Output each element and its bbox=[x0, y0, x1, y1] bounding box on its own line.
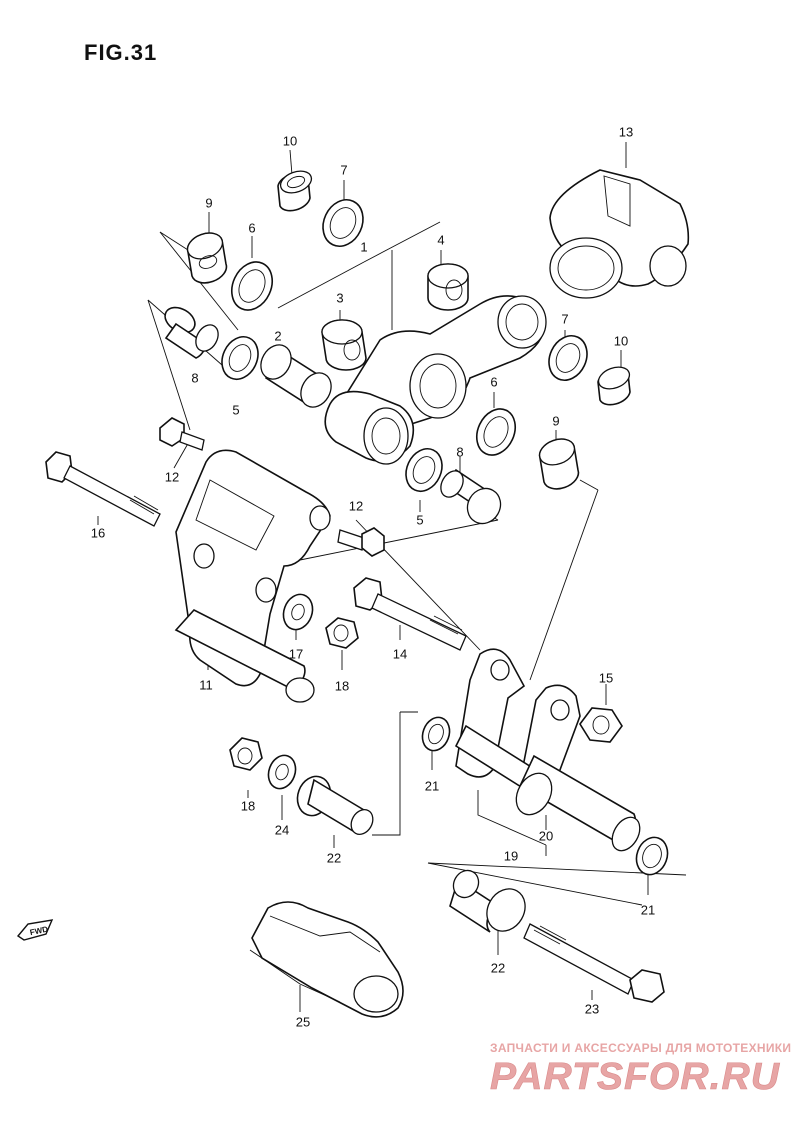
callout-22-lower: 22 bbox=[490, 960, 506, 976]
callout-21-lower: 21 bbox=[640, 902, 656, 918]
callout-6-right: 6 bbox=[490, 374, 498, 390]
part-4-bushing bbox=[427, 263, 469, 311]
figure-title: FIG.31 bbox=[84, 40, 158, 65]
fwd-arrow-icon: FWD bbox=[16, 919, 54, 941]
watermark-logo-text: PARTSFOR.RU bbox=[490, 1056, 781, 1097]
part-22-collar-lower bbox=[449, 869, 526, 933]
part-7-bearing-right bbox=[548, 335, 588, 381]
callout-19: 19 bbox=[503, 848, 519, 864]
part-16-long-bolt bbox=[45, 451, 161, 527]
callout-18-upper: 18 bbox=[334, 678, 350, 694]
callout-10-right: 10 bbox=[613, 333, 629, 349]
part-22-collar-upper bbox=[296, 775, 374, 835]
callout-5-left: 5 bbox=[232, 402, 240, 418]
part-7-bearing-upper bbox=[322, 199, 364, 247]
callout-11: 11 bbox=[199, 677, 213, 693]
callout-20: 20 bbox=[538, 828, 554, 844]
part-14-bolt bbox=[353, 577, 467, 651]
part-12-bolt-upper bbox=[159, 417, 205, 451]
callout-9-right: 9 bbox=[552, 413, 560, 429]
callout-14: 14 bbox=[392, 646, 408, 662]
callout-18-lower: 18 bbox=[240, 798, 256, 814]
part-10-collar-upper bbox=[277, 170, 313, 212]
part-21-washer-upper bbox=[421, 716, 451, 752]
part-18-nut-lower bbox=[229, 737, 263, 771]
callout-4: 4 bbox=[437, 232, 445, 248]
callout-6-left: 6 bbox=[248, 220, 256, 236]
part-23-bolt bbox=[523, 923, 665, 1003]
callout-9-left: 9 bbox=[205, 195, 213, 211]
part-18-nut-upper bbox=[325, 617, 359, 649]
callout-25: 25 bbox=[295, 1014, 311, 1030]
part-17-washer bbox=[282, 593, 314, 631]
part-13-boot-cover bbox=[549, 169, 690, 299]
watermark-tagline: ЗАПЧАСТИ И АКСЕССУАРЫ ДЛЯ МОТОТЕХНИКИ bbox=[490, 1041, 792, 1055]
part-10-collar-right bbox=[597, 366, 631, 406]
part-20-spacer bbox=[515, 754, 641, 852]
callout-7-right: 7 bbox=[561, 311, 569, 327]
part-1-cushion-lever bbox=[324, 295, 547, 465]
callout-10-upper: 10 bbox=[282, 133, 298, 149]
callout-12-lower: 12 bbox=[348, 498, 364, 514]
callout-1: 1 bbox=[360, 239, 368, 255]
callout-23: 23 bbox=[584, 1001, 600, 1017]
callout-7-upper: 7 bbox=[340, 162, 348, 178]
part-24-washer bbox=[267, 754, 297, 790]
callout-17: 17 bbox=[288, 646, 304, 662]
part-9-collar-left bbox=[186, 232, 228, 284]
part-11-bracket bbox=[174, 449, 331, 703]
callout-21-upper: 21 bbox=[424, 778, 440, 794]
part-6-bearing-right bbox=[475, 408, 517, 456]
part-8-collar-lower bbox=[440, 468, 502, 525]
callout-8-left: 8 bbox=[191, 370, 199, 386]
callout-15: 15 bbox=[598, 670, 614, 686]
part-2-spacer bbox=[260, 344, 332, 408]
callout-8-lower: 8 bbox=[456, 444, 464, 460]
watermark-logo: PARTSFOR.RU bbox=[490, 1056, 781, 1097]
part-12-bolt-lower bbox=[337, 527, 385, 557]
part-8-collar-left bbox=[164, 306, 219, 359]
callout-3: 3 bbox=[336, 290, 344, 306]
callout-12-upper: 12 bbox=[164, 469, 180, 485]
part-5-bearing-lower bbox=[405, 448, 443, 492]
part-15-nut bbox=[579, 707, 623, 743]
part-5-bearing-left bbox=[221, 336, 259, 380]
part-3-bushing bbox=[321, 319, 367, 371]
fwd-label: FWD bbox=[29, 925, 49, 938]
part-25-cover bbox=[249, 901, 404, 1018]
callout-16: 16 bbox=[90, 525, 106, 541]
part-9-collar-right bbox=[538, 438, 580, 490]
callout-24: 24 bbox=[274, 822, 290, 838]
part-21-washer-lower bbox=[635, 836, 669, 876]
callout-2: 2 bbox=[274, 328, 282, 344]
callout-22-upper: 22 bbox=[326, 850, 342, 866]
callout-13: 13 bbox=[618, 124, 634, 140]
callout-5-lower: 5 bbox=[416, 512, 424, 528]
part-6-bearing-left bbox=[230, 261, 274, 311]
